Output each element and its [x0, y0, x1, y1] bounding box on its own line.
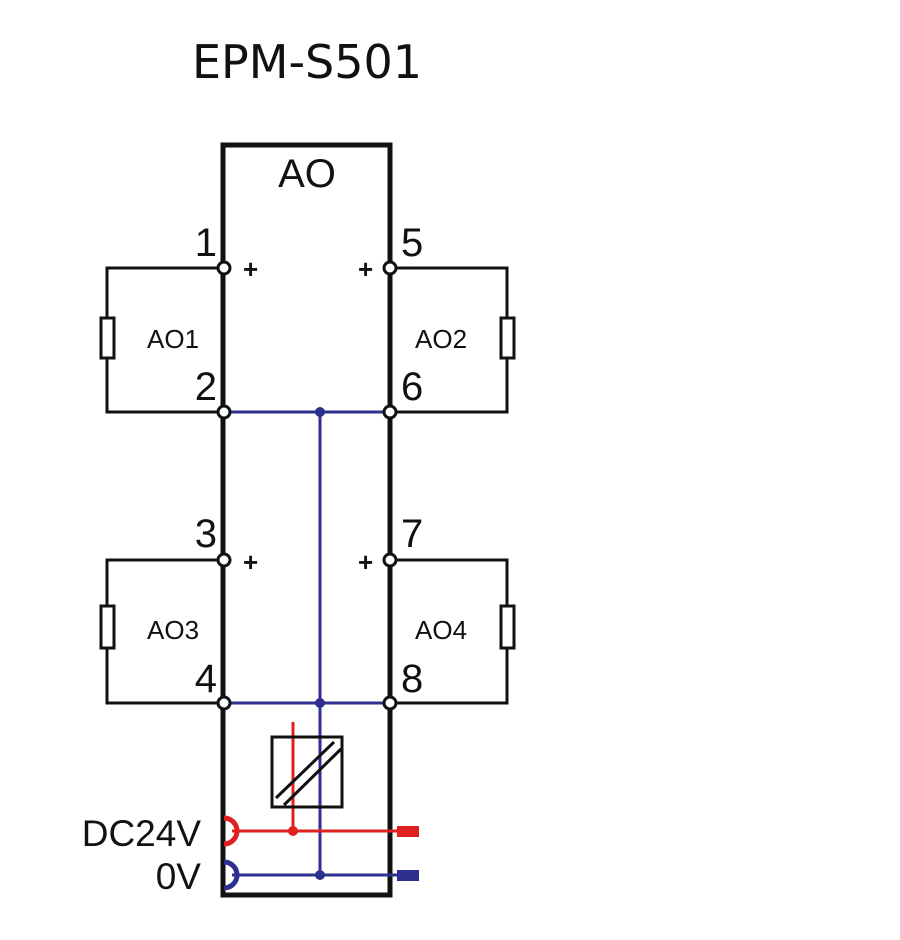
module-body — [220, 142, 393, 898]
terminal-2-icon — [216, 404, 232, 420]
power-supply-label: DC24V — [82, 813, 202, 854]
dc-converter-symbol — [270, 735, 344, 809]
terminal-2-label: 2 — [195, 365, 217, 409]
ao2-loop — [390, 358, 509, 414]
terminal-7-label: 7 — [401, 512, 423, 556]
ao3-resistor-icon — [99, 604, 116, 650]
channel-ao1-label: AO1 — [147, 324, 199, 354]
terminal-5-icon — [382, 260, 398, 276]
polarity-plus-1: + — [243, 254, 258, 284]
supply-wiring — [232, 722, 405, 833]
ground-plug-terminal — [397, 870, 419, 881]
terminal-4-icon — [216, 695, 232, 711]
ground-junctions — [315, 407, 325, 880]
ao3-loop — [105, 558, 223, 606]
ao4-loop — [390, 648, 509, 705]
junction-dot — [315, 407, 325, 417]
channel-ao3-label: AO3 — [147, 615, 199, 645]
resistors — [99, 316, 516, 650]
converter-diagonal — [274, 740, 336, 800]
terminal-3-label: 3 — [195, 512, 217, 556]
ao3-loop — [105, 648, 223, 705]
channel-ao4-label: AO4 — [415, 615, 467, 645]
power-ground-label: 0V — [156, 856, 202, 897]
terminal-8-icon — [382, 695, 398, 711]
ao1-loop — [105, 266, 223, 318]
ao4-resistor-icon — [499, 604, 516, 650]
converter-box — [270, 735, 344, 809]
terminal-6-label: 6 — [401, 365, 423, 409]
ground-connector-arc — [223, 859, 240, 891]
junction-dot — [315, 698, 325, 708]
ao4-loop — [390, 558, 509, 606]
junction-dot — [288, 826, 298, 836]
module-label: AO — [278, 152, 336, 196]
converter-diagonal — [282, 747, 343, 807]
ao2-resistor-icon — [499, 316, 516, 360]
ao1-resistor-icon — [99, 316, 116, 360]
junction-dot — [315, 870, 325, 880]
terminal-1-icon — [216, 260, 232, 276]
ground-wiring — [223, 410, 405, 877]
supply-plug-terminal — [397, 826, 419, 837]
channel-ao2-label: AO2 — [415, 324, 467, 354]
terminal-points — [216, 260, 398, 711]
terminal-8-label: 8 — [401, 657, 423, 701]
polarity-plus-7: + — [358, 547, 373, 577]
terminal-1-label: 1 — [195, 221, 217, 265]
terminal-4-label: 4 — [195, 657, 217, 701]
diagram-title: EPM-S501 — [192, 35, 422, 89]
ao2-loop — [390, 266, 509, 318]
terminal-6-icon — [382, 404, 398, 420]
polarity-plus-5: + — [358, 254, 373, 284]
polarity-plus-3: + — [243, 547, 258, 577]
terminal-3-icon — [216, 552, 232, 568]
terminal-7-icon — [382, 552, 398, 568]
ao1-loop — [105, 358, 223, 414]
load-wiring — [105, 266, 509, 705]
supply-connector-arc — [223, 815, 240, 847]
terminal-5-label: 5 — [401, 221, 423, 265]
